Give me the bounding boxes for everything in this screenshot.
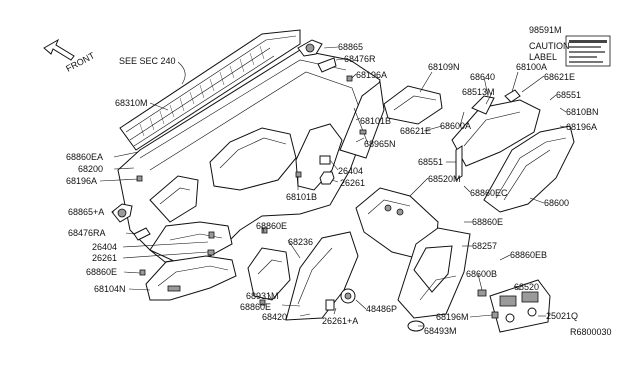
lamp-26261a — [325, 299, 335, 311]
callout-68551-upper: 68551 — [556, 90, 581, 100]
see-sec-leader — [177, 61, 186, 85]
callout-26261-left: 26261 — [92, 253, 117, 263]
callout-48486p: 48486P — [366, 304, 397, 314]
upper-lid-68109n — [383, 85, 443, 125]
callout-68860ea: 68860EA — [66, 152, 103, 162]
leader-lines — [99, 46, 567, 327]
callout-68109n: 68109N — [428, 62, 460, 72]
reference-code: R6800030 — [570, 327, 612, 337]
support-rod — [353, 107, 369, 145]
callout-68513m: 68513M — [462, 87, 495, 97]
callout-68865a: 68865+A — [68, 207, 104, 217]
right-side-assembly — [451, 89, 541, 167]
callout-68420: 68420 — [262, 312, 287, 322]
callout-68860ec: 68860EC — [470, 188, 508, 198]
callout-68196m: 68196M — [436, 312, 469, 322]
callout-68101b-right: 68101B — [360, 116, 391, 126]
callout-68200: 68200 — [78, 164, 103, 174]
callout-68101b-center: 68101B — [286, 192, 317, 202]
caution-label-line1: CAUTION — [529, 41, 570, 51]
side-panel-68551 — [455, 145, 463, 181]
bracket-68476r — [317, 57, 337, 73]
callout-68860e-lower: 68860E — [240, 302, 271, 312]
callout-68860e-center: 68860E — [256, 221, 287, 231]
callout-25021q: 25021Q — [546, 311, 578, 321]
callout-68236: 68236 — [288, 237, 313, 247]
callout-68520m: 68520M — [428, 174, 461, 184]
control-panel-68520 — [489, 279, 551, 333]
callout-26404-left: 26404 — [92, 242, 117, 252]
callout-68621e-upper: 68621E — [544, 72, 575, 82]
lower-cover-68236 — [247, 231, 359, 321]
clip-68196m — [491, 311, 499, 319]
callout-68257: 68257 — [472, 241, 497, 251]
clip-68600b — [477, 289, 487, 297]
see-sec-note: SEE SEC 240 — [119, 56, 176, 66]
right-speaker-grille — [297, 39, 323, 57]
callout-68476ra: 68476RA — [68, 228, 106, 238]
caution-label-line2: LABEL — [529, 52, 557, 62]
callout-68520: 68520 — [514, 282, 539, 292]
callout-68600b: 68600B — [466, 269, 497, 279]
caution-label-box — [565, 35, 611, 67]
callout-68493m: 68493M — [424, 326, 457, 336]
callout-68551-lower: 68551 — [418, 157, 443, 167]
callout-68104n: 68104N — [94, 284, 126, 294]
callout-68196a-right: 68196A — [566, 122, 597, 132]
fastener-clips — [136, 75, 353, 306]
callout-26261a: 26261+A — [322, 316, 358, 326]
callout-26261-right: 26261 — [340, 178, 365, 188]
callout-68196a-left: 68196A — [66, 176, 97, 186]
callout-68860eb: 68860EB — [510, 250, 547, 260]
lamp-26261-right — [319, 171, 335, 185]
callout-68600a: 68600A — [440, 121, 471, 131]
callout-68931m: 68931M — [246, 291, 279, 301]
glove-box-68600 — [483, 125, 575, 213]
callout-68600: 68600 — [544, 198, 569, 208]
left-lower-cover — [145, 255, 237, 301]
front-arrow-icon — [43, 38, 75, 61]
bracket-68476ra — [133, 227, 151, 241]
support-rod-clip — [359, 129, 367, 135]
callout-labels: 68865 68476R 68196A 68310M 68101B 68965N… — [66, 42, 599, 336]
callout-68860e-right: 68860E — [472, 217, 503, 227]
callout-68640: 68640 — [470, 72, 495, 82]
callout-68621e-lower: 68621E — [400, 126, 431, 136]
center-finisher-68257 — [397, 227, 471, 319]
callout-68100a: 68100A — [516, 62, 547, 72]
left-speaker-grille — [111, 203, 133, 223]
instrument-panel-body — [117, 49, 385, 263]
defroster-grille — [119, 29, 301, 151]
callout-68476r: 68476R — [344, 54, 376, 64]
callout-68196a-top: 68196A — [356, 70, 387, 80]
callout-68865: 68865 — [338, 42, 363, 52]
callout-68965n: 68965N — [364, 139, 396, 149]
callout-6810bn: 6810BN — [566, 107, 599, 117]
lamp-26404-right — [319, 155, 331, 165]
caution-part-number: 98591M — [529, 25, 562, 35]
callout-26404-right: 26404 — [338, 166, 363, 176]
callout-68860e-left: 68860E — [86, 267, 117, 277]
callout-68310m: 68310M — [115, 98, 148, 108]
